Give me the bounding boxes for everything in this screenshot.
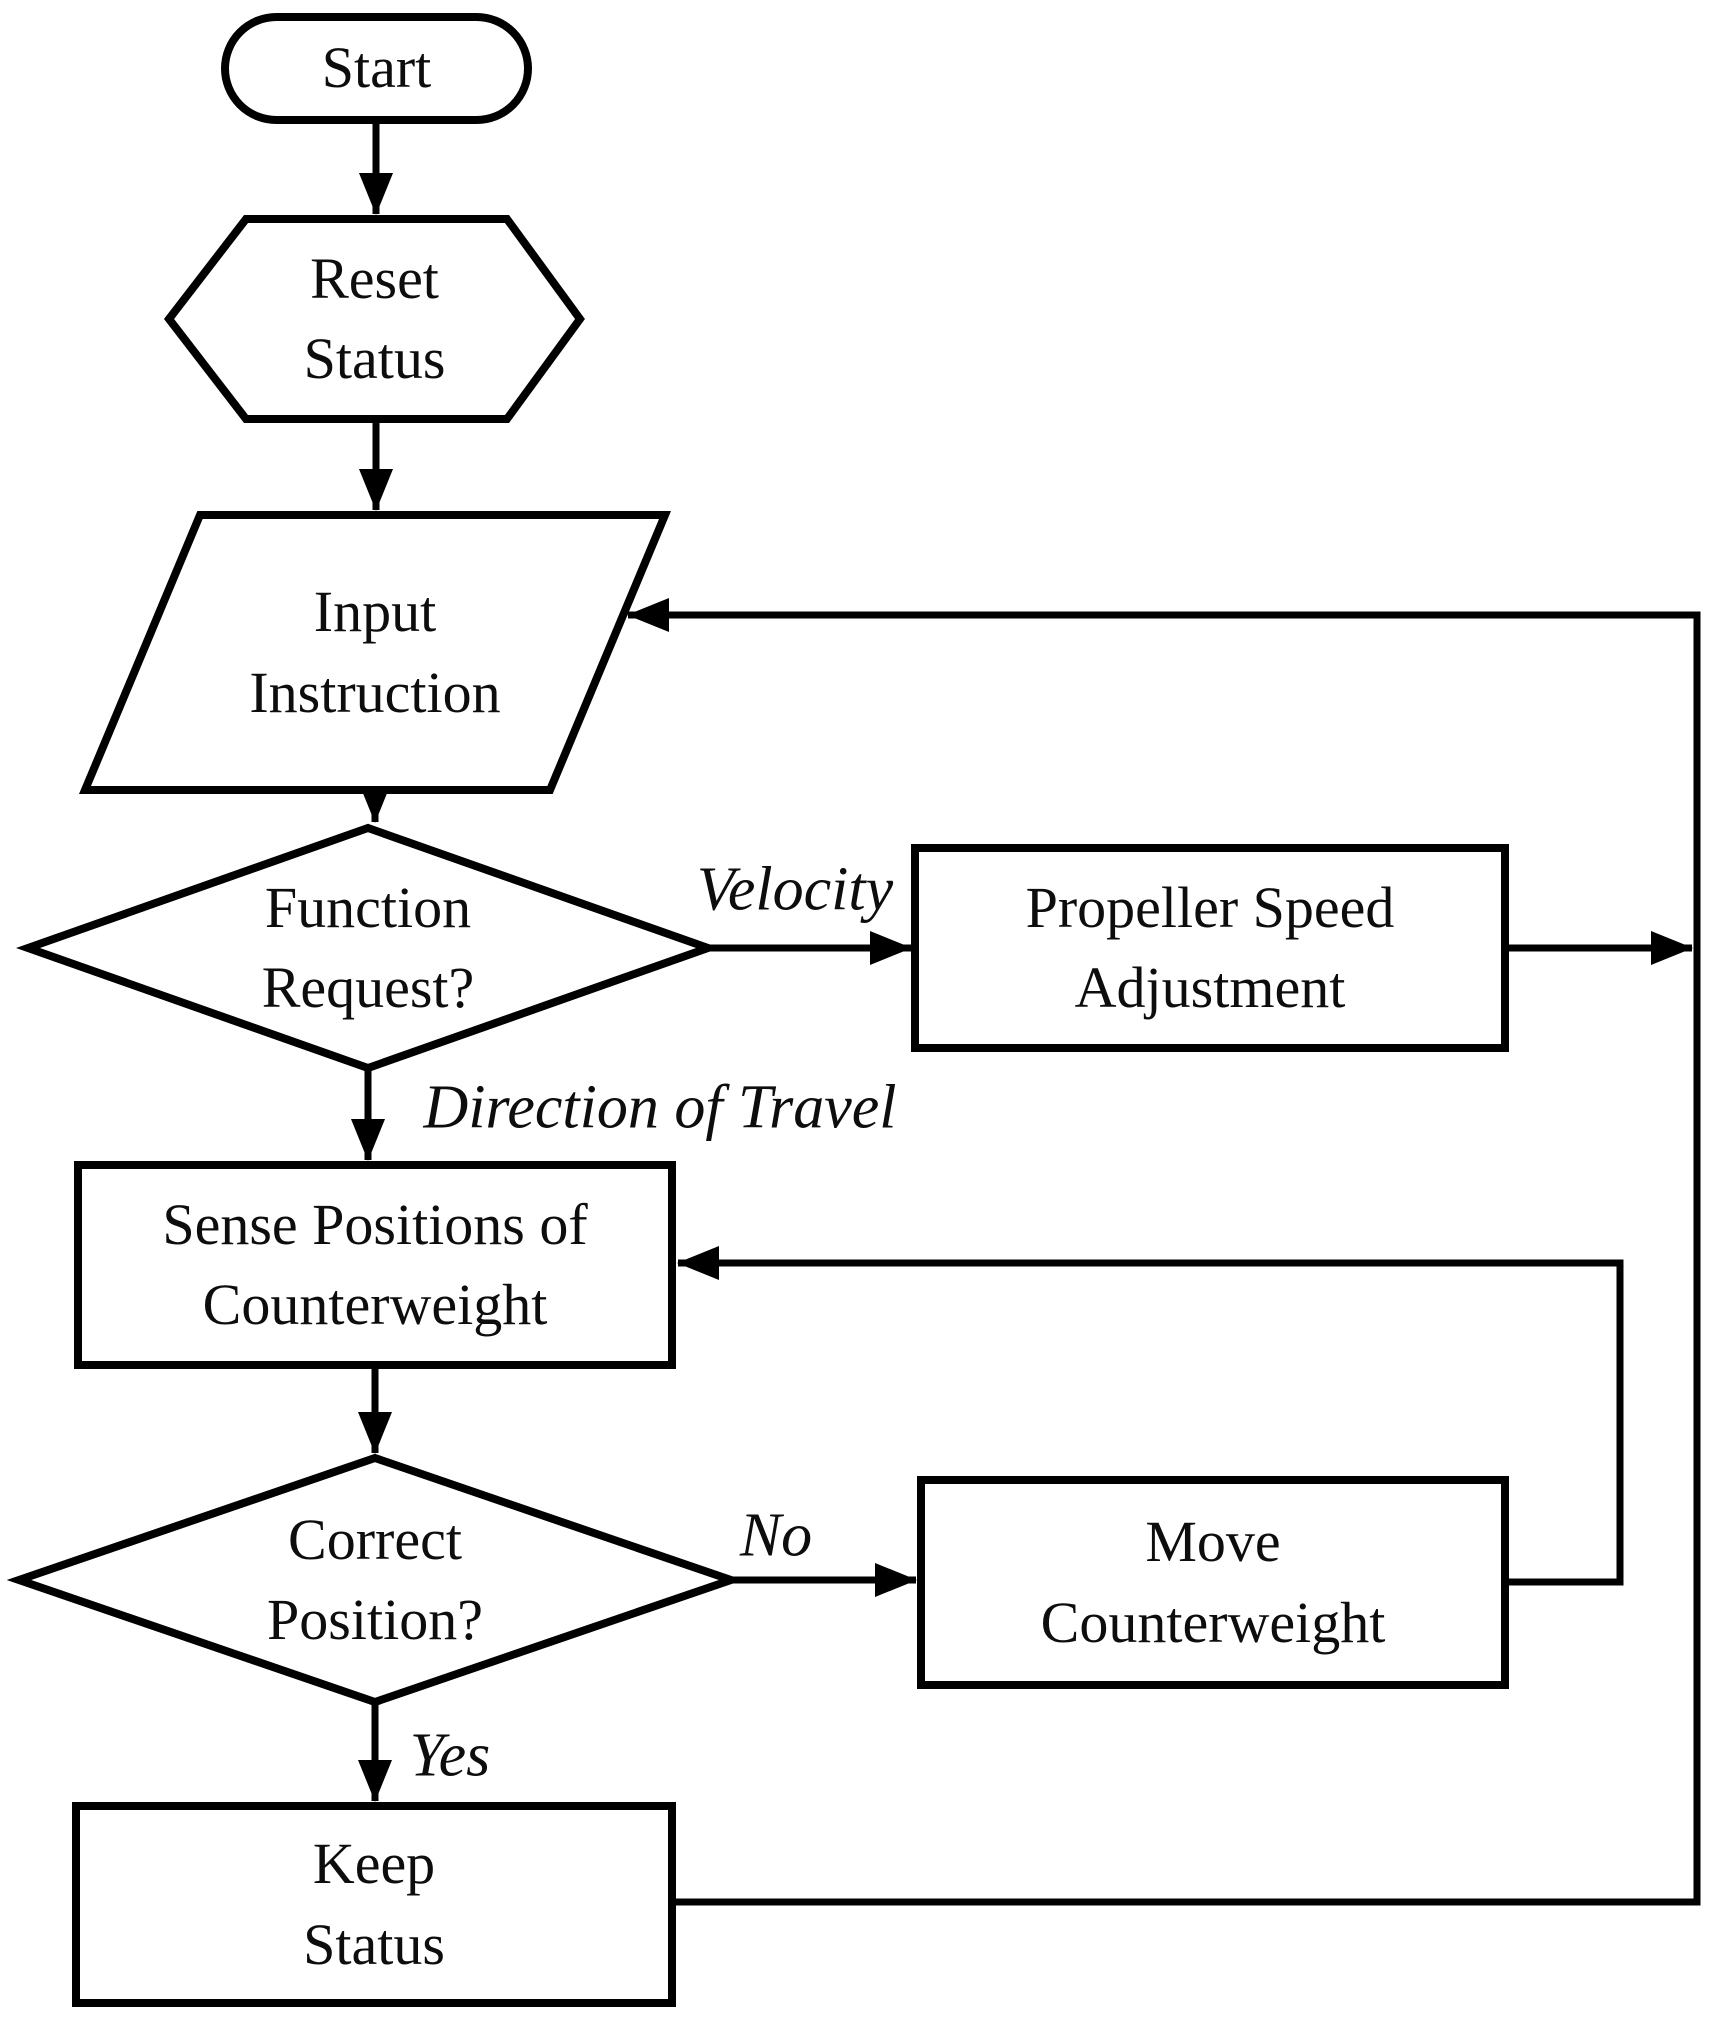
edge-keep-status-loop-to-input	[627, 598, 1701, 1906]
sense-positions-node-shape	[74, 1161, 676, 1369]
propeller-speed-node-shape	[911, 844, 1509, 1052]
input-instruction-node-shape	[78, 511, 672, 794]
function-request-node-shape	[15, 823, 721, 1073]
edge-move-loop-to-sense	[677, 1246, 1624, 1586]
move-counterweight-node-shape	[917, 1476, 1509, 1689]
reset-status-node-shape	[163, 215, 585, 423]
correct-position-node-shape	[6, 1453, 744, 1707]
keep-status-node-shape	[72, 1802, 676, 2007]
start-node-shape	[221, 13, 532, 124]
